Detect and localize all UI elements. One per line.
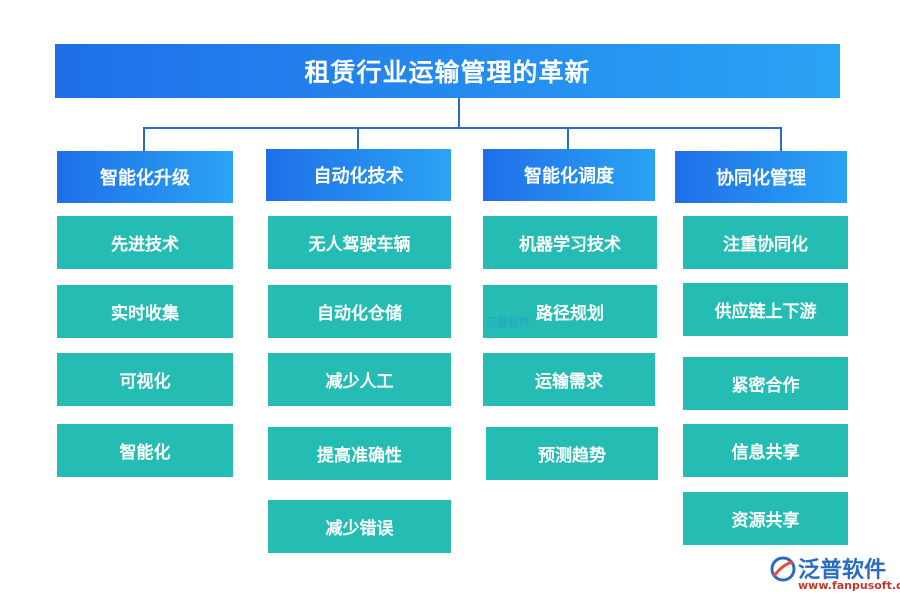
column-2-item-4: 提高准确性: [268, 427, 451, 480]
column-2-item-5: 减少错误: [268, 500, 451, 553]
column-1-item-4: 智能化: [57, 424, 233, 477]
connector-col1: [143, 127, 145, 151]
column-2-item-2: 自动化仓储: [268, 285, 451, 338]
connector-trunk: [458, 98, 460, 128]
brand-logo-icon: [770, 556, 796, 582]
connector-col2: [357, 127, 359, 149]
brand-name: 泛普软件: [798, 558, 887, 583]
brand-url: www.fanpusoft.com: [798, 579, 900, 592]
diagram-title: 租赁行业运输管理的革新: [55, 44, 840, 98]
column-4-item-2: 供应链上下游: [683, 283, 848, 336]
column-2-item-1: 无人驾驶车辆: [268, 216, 451, 269]
column-3-item-2: 路径规划: [483, 285, 657, 338]
center-watermark-text: 泛普软件: [486, 316, 530, 329]
column-1-item-1: 先进技术: [57, 216, 233, 269]
column-3-item-1: 机器学习技术: [483, 216, 657, 269]
column-3-item-4: 预测趋势: [486, 427, 658, 480]
column-4-item-3: 紧密合作: [683, 357, 848, 410]
column-1-item-2: 实时收集: [57, 285, 233, 338]
column-heading-1: 智能化升级: [57, 151, 233, 203]
connector-horizontal: [143, 127, 782, 129]
column-4-item-5: 资源共享: [683, 492, 848, 545]
column-2-item-3: 减少人工: [268, 353, 451, 406]
column-heading-4: 协同化管理: [675, 151, 847, 203]
column-heading-2: 自动化技术: [266, 149, 451, 201]
connector-col4: [780, 127, 782, 151]
connector-col3: [567, 127, 569, 149]
column-3-item-3: 运输需求: [483, 353, 655, 406]
column-4-item-1: 注重协同化: [683, 216, 848, 269]
column-heading-3: 智能化调度: [483, 149, 655, 201]
center-watermark: 泛普软件: [486, 314, 530, 330]
column-4-item-4: 信息共享: [683, 424, 848, 477]
column-1-item-3: 可视化: [57, 353, 233, 406]
